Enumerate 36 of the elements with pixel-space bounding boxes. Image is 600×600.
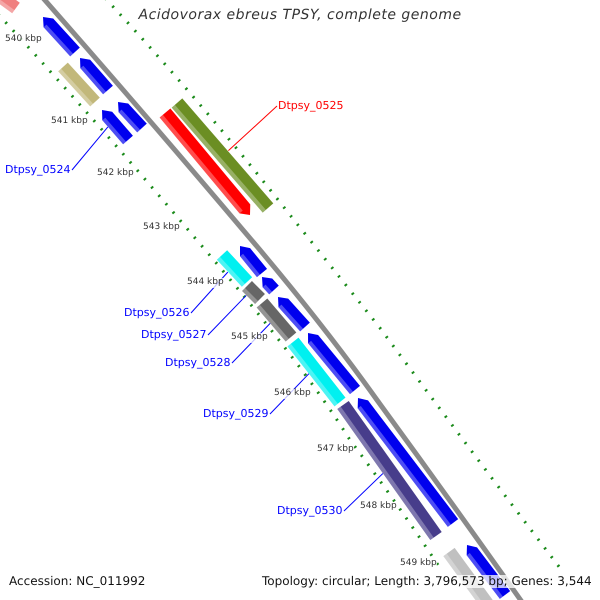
scale-label: 543 kbp xyxy=(143,223,180,233)
gene-feature xyxy=(172,98,274,213)
gene-feature xyxy=(242,281,265,304)
leader-line xyxy=(72,126,108,170)
gene-label: Dtpsy_0530 xyxy=(277,505,343,518)
gene-feature xyxy=(0,0,20,14)
accession-text: Accession: NC_011992 xyxy=(9,575,146,588)
leader-line xyxy=(208,294,247,336)
scale-label: 545 kbp xyxy=(231,333,268,343)
gene-label: Dtpsy_0528 xyxy=(165,357,231,370)
scale-label: 540 kbp xyxy=(5,35,42,45)
map-title: Acidovorax ebreus TPSY, complete genome xyxy=(138,8,462,24)
scale-label: 544 kbp xyxy=(187,278,224,288)
scale-label: 548 kbp xyxy=(360,502,397,512)
gene-feature-pointed xyxy=(358,398,458,527)
scale-label: 547 kbp xyxy=(317,445,354,455)
scale-label: 549 kbp xyxy=(400,559,437,569)
gene-label: Dtpsy_0525 xyxy=(278,100,344,112)
gene-feature-pointed xyxy=(278,297,310,332)
leader-line xyxy=(228,106,278,152)
gene-feature-pointed xyxy=(118,102,147,132)
gene-label: Dtpsy_0524 xyxy=(5,164,71,176)
leader-line xyxy=(344,473,384,512)
gene-feature-pointed xyxy=(160,108,250,215)
scale-label: 541 kbp xyxy=(51,117,88,127)
gene-label: Dtpsy_0527 xyxy=(141,329,207,342)
scale-label: 542 kbp xyxy=(97,169,134,179)
gene-feature-pointed xyxy=(262,277,279,294)
gene-feature-pointed xyxy=(240,246,268,278)
gene-feature xyxy=(58,62,100,106)
gene-feature-pointed xyxy=(80,58,113,94)
gene-feature-pointed xyxy=(43,17,80,56)
gene-feature-pointed xyxy=(102,110,133,144)
gene-label: Dtpsy_0529 xyxy=(203,408,269,420)
gene-label: Dtpsy_0526 xyxy=(124,307,190,320)
scale-label: 546 kbp xyxy=(274,389,311,399)
